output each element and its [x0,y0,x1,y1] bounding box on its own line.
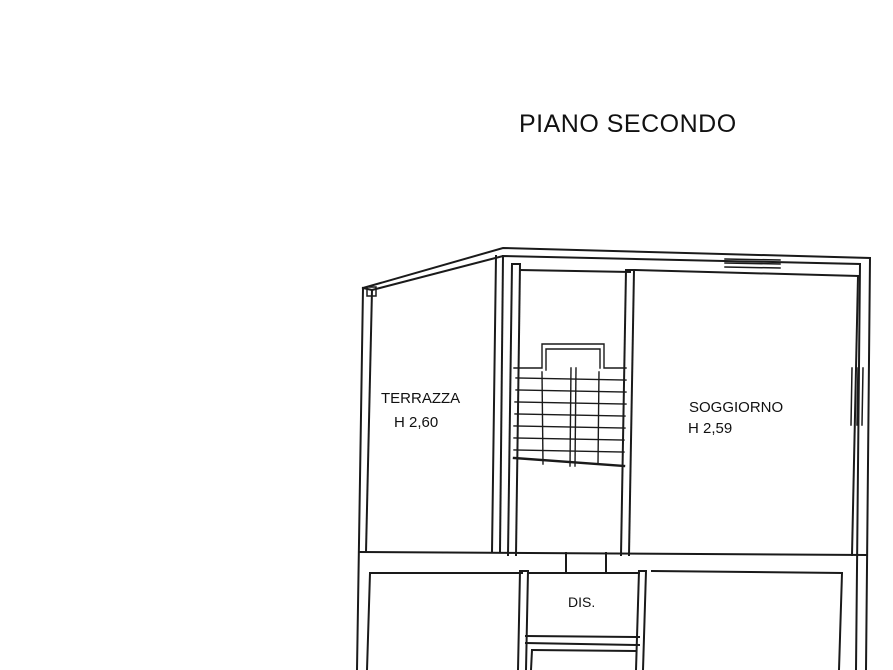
exterior-walls [355,246,872,670]
room-dis-name: DIS. [568,594,595,610]
room-soggiorno-height: H 2,59 [688,420,732,437]
top-window [724,258,781,269]
staircase [512,343,627,468]
room-terrazza-name: TERRAZZA [381,390,460,407]
dis-walls [516,569,648,670]
plan-title: PIANO SECONDO [519,110,737,138]
room-soggiorno-name: SOGGIORNO [689,399,783,416]
soggiorno-walls [632,268,860,557]
room-terrazza-height: H 2,60 [394,414,438,431]
terrazza-wall [490,254,505,554]
middle-walls [357,550,868,670]
stairwell-walls [506,262,636,557]
right-window [850,367,864,426]
